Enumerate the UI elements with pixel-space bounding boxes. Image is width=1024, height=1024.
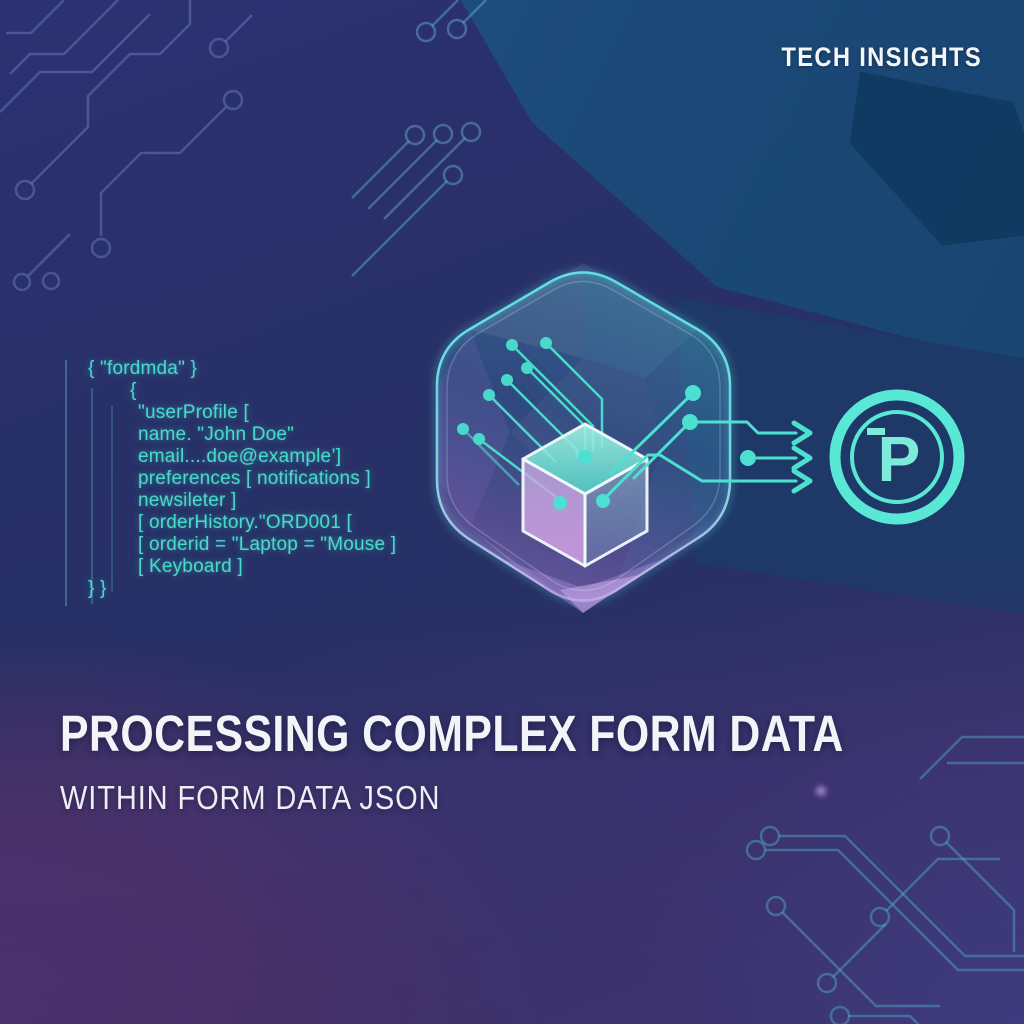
code-line: newsileter ] <box>138 490 237 511</box>
code-line: [ orderHistory."ORD001 [ <box>138 512 352 533</box>
output-nodes <box>682 385 756 466</box>
code-line: { <box>130 380 137 401</box>
bg-trace-top-center <box>351 0 487 277</box>
code-line: { "fordmda" } <box>88 358 198 379</box>
code-line: "userProfile [ <box>138 402 249 423</box>
code-line: preferences [ notifications ] <box>138 468 371 489</box>
code-line: name. "John Doe" <box>138 424 295 445</box>
bg-trace-top-left <box>0 0 253 292</box>
headline-subtitle: WITHIN FORM DATA JSON <box>60 779 441 816</box>
code-line: [ Keyboard ] <box>138 556 243 577</box>
input-nodes <box>457 337 552 445</box>
brand-label: TECH INSIGHTS <box>781 42 982 72</box>
headline-title: PROCESSING COMPLEX FORM DATA <box>60 705 844 762</box>
processor-node-icon: P <box>829 389 965 525</box>
processor-letter: P <box>878 423 921 495</box>
data-cube <box>521 422 649 568</box>
indent-guide <box>91 388 93 604</box>
code-line: email....doe@example’] <box>138 446 342 467</box>
bg-trace-bottom-right <box>745 735 1024 1024</box>
indent-guide <box>111 406 113 592</box>
code-line: [ orderid = "Laptop = "Mouse ] <box>138 534 397 555</box>
arrow-heads <box>791 420 813 494</box>
code-line: } } <box>88 578 107 599</box>
sparkle-dot <box>816 786 826 796</box>
indent-guide <box>65 360 67 606</box>
p-overbar <box>867 428 885 435</box>
output-arrows <box>601 385 813 502</box>
json-code-block: { "fordmda" }{"userProfile [name. "John … <box>64 356 448 606</box>
headline-block: PROCESSING COMPLEX FORM DATA WITHIN FORM… <box>60 704 993 817</box>
